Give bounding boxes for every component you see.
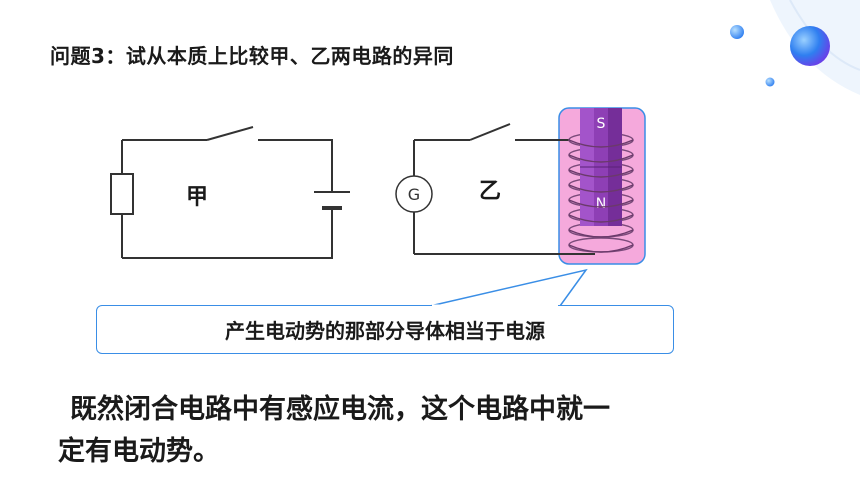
galvanometer-icon [395,175,433,213]
callout-pointer [429,268,588,307]
jia-resistor-icon [110,173,134,215]
circuit-yi [413,123,595,255]
magnet-south-label: S [597,116,606,132]
jia-switch-icon [206,126,254,141]
small-ball-icon [730,25,744,39]
yi-label: 乙 [479,179,501,204]
magnet-north-label: N [596,196,606,212]
question-title: 问题3：试从本质上比较甲、乙两电路的异同 [50,44,454,68]
jia-label: 甲 [186,185,208,210]
jia-bottom-wire [122,210,333,259]
yi-switch-icon [469,123,511,141]
callout-box [96,305,674,354]
conclusion-text: 既然闭合电路中有感应电流，这个电路中就一 定有电动势。 [58,389,802,473]
conclusion-line-1: 既然闭合电路中有感应电流，这个电路中就一 [70,394,610,425]
circuit-jia [110,126,350,259]
coil-front-icon [568,139,634,253]
tiny-ball-icon [765,77,775,87]
callout-text: 产生电动势的那部分导体相当于电源 [225,319,545,343]
large-ball-icon [790,26,830,66]
galvanometer-label: G [408,185,420,204]
conclusion-line-2: 定有电动势。 [58,436,220,467]
jia-top-wire-right [258,139,333,192]
